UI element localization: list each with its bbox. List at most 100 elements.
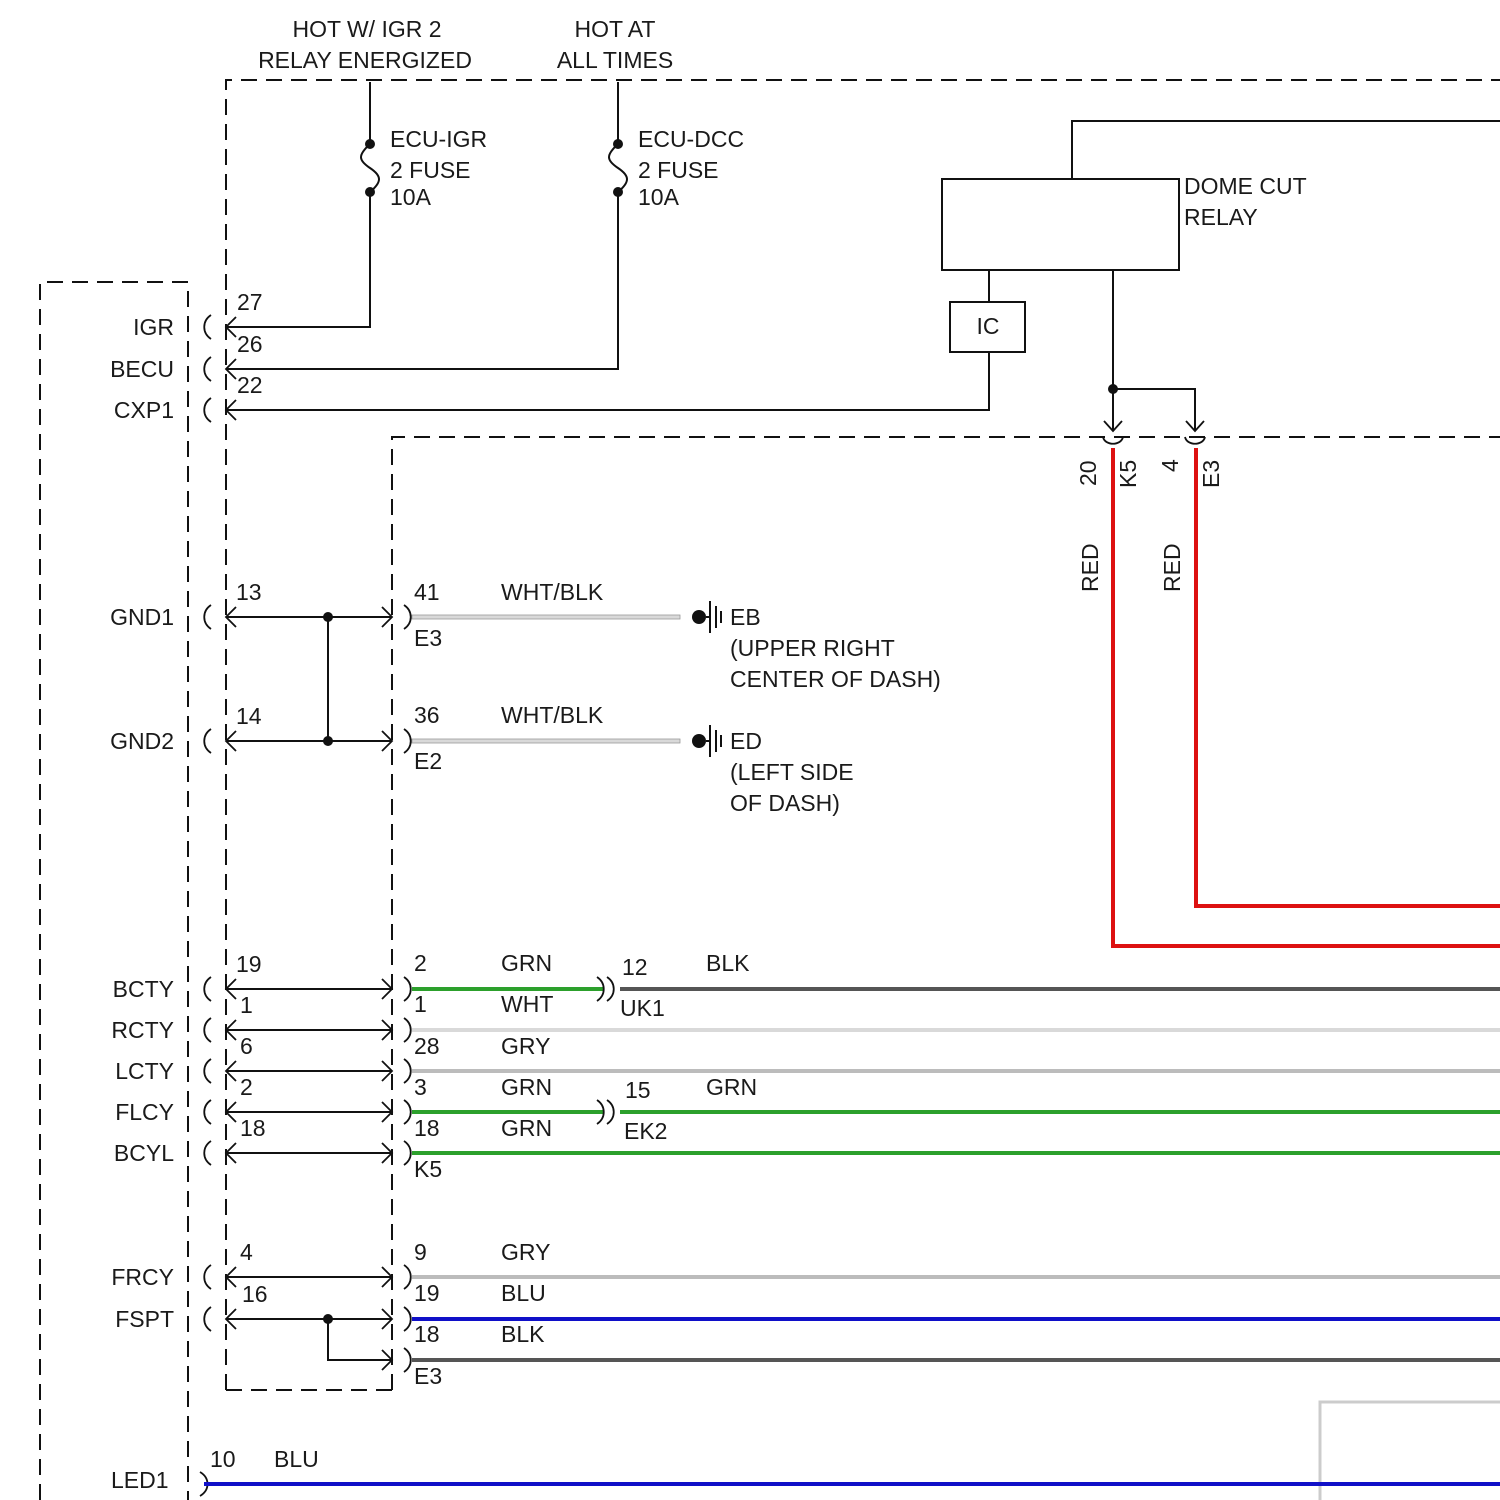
ecu-pin-number-rcty: 1 xyxy=(240,992,253,1018)
ecu-connector-bcty xyxy=(204,977,211,1001)
ecu-pin-number-igr: 27 xyxy=(237,289,263,315)
always-supply-label-line1: HOT AT xyxy=(575,16,656,42)
red-wire-e3-color-label: RED xyxy=(1159,543,1185,592)
ecu-dcc-fuse-name: ECU-DCC xyxy=(638,126,744,152)
junction-wire-7-pin: 19 xyxy=(414,1280,440,1306)
ecu-connector-igr xyxy=(204,315,211,339)
ecu-pin-label-flcy: FLCY xyxy=(115,1099,174,1125)
power-area-outline xyxy=(226,80,1500,1390)
ecu-pin-label-fspt: FSPT xyxy=(115,1306,174,1332)
junction-connector-flcy xyxy=(404,1100,411,1124)
ecu-igr-fuse-name: ECU-IGR xyxy=(390,126,487,152)
junction-wire-4-pin: 3 xyxy=(414,1074,427,1100)
junction-wire-7-color: BLU xyxy=(501,1280,546,1306)
junction-wire-1-pin: 2 xyxy=(414,950,427,976)
relay-output-connector-e3-label: E3 xyxy=(1198,460,1224,488)
ecu-connector-gnd1 xyxy=(204,605,211,629)
relay-output-wire xyxy=(1113,270,1195,430)
ecu-pin-number-bcty: 19 xyxy=(236,951,262,977)
ic-to-cxp1-wire xyxy=(226,352,989,410)
relay-output-pin-4: 4 xyxy=(1157,459,1183,472)
red-wire-e3 xyxy=(1196,448,1500,906)
red-wire-k5-color-label: RED xyxy=(1077,543,1103,592)
junction-wire-8-pin: 18 xyxy=(414,1321,440,1347)
ecu-pin-number-bcyl: 18 xyxy=(240,1115,266,1141)
relay-output-pin-20: 20 xyxy=(1075,460,1101,486)
junction-wire-1-color: GRN xyxy=(501,950,552,976)
ecu-pin-label-becu: BECU xyxy=(110,356,174,382)
junction-connector-bcty xyxy=(404,977,411,1001)
led1-pin-number: 10 xyxy=(210,1446,236,1472)
relay-output-junction xyxy=(1108,384,1118,394)
splice-uk1-pin: 12 xyxy=(622,954,648,980)
junction-wire-2-color: WHT xyxy=(501,991,553,1017)
ground-wire-ed xyxy=(412,739,680,743)
ecu-pin-label-gnd1: GND1 xyxy=(110,604,174,630)
ground-ed-location-line1: (LEFT SIDE xyxy=(730,759,854,785)
ground-wire-eb xyxy=(412,615,680,619)
ground-symbol-eb xyxy=(692,601,721,633)
junction-connector-fspt-branch xyxy=(404,1348,411,1372)
ground-eb-location-line1: (UPPER RIGHT xyxy=(730,635,895,661)
junction-wire-3-pin: 28 xyxy=(414,1033,440,1059)
ecu-connector-cxp1 xyxy=(204,398,211,422)
ground-eb-label: EB xyxy=(730,604,761,630)
fspt-internal-branch xyxy=(328,1319,392,1360)
ecu-pin-label-bcyl: BCYL xyxy=(114,1140,174,1166)
ecu-pin-number-becu: 26 xyxy=(237,331,263,357)
ground-wire-eb-pin: 41 xyxy=(414,579,440,605)
ecu-igr-fuse-symbol xyxy=(361,144,379,192)
ground-ed-label: ED xyxy=(730,728,762,754)
ecu-connector-frcy xyxy=(204,1265,211,1289)
ecu-connector-flcy xyxy=(204,1100,211,1124)
splice-ek2-color: GRN xyxy=(706,1074,757,1100)
ecu-pin-label-cxp1: CXP1 xyxy=(114,397,174,423)
ecu-pin-number-cxp1: 22 xyxy=(237,372,263,398)
ecu-pin-number-gnd1: 13 xyxy=(236,579,262,605)
dome-cut-relay-label-line1: DOME CUT xyxy=(1184,173,1307,199)
junction-wire-6-color: GRY xyxy=(501,1239,550,1265)
splice-uk1-color: BLK xyxy=(706,950,750,976)
ecu-pin-label-bcty: BCTY xyxy=(113,976,174,1002)
led1-wire-color: BLU xyxy=(274,1446,319,1472)
ground-wire-eb-color: WHT/BLK xyxy=(501,579,604,605)
ground-wire-eb-connector: E3 xyxy=(414,625,442,651)
ecu-connector-lcty xyxy=(204,1059,211,1083)
led1-pin-label: LED1 xyxy=(111,1467,169,1493)
ecu-dcc-fuse-terminal-top xyxy=(613,139,623,149)
ground-wire-ed-pin: 36 xyxy=(414,702,440,728)
ic-label: IC xyxy=(977,313,1000,339)
ecu-connector-bcyl xyxy=(204,1141,211,1165)
ecu-pin-rows: IGR27BECU26CXP122GND113GND214BCTY19RCTY1… xyxy=(110,289,411,1372)
ground-wire-ed-connector: E2 xyxy=(414,748,442,774)
junction-connector-fspt xyxy=(404,1307,411,1331)
ecu-pin-label-igr: IGR xyxy=(133,314,174,340)
junction-connector-e3-label: E3 xyxy=(414,1363,442,1389)
splice-ek2-pin: 15 xyxy=(625,1077,651,1103)
ecu-pin-number-flcy: 2 xyxy=(240,1074,253,1100)
junction-wire-8-color: BLK xyxy=(501,1321,545,1347)
ecu-connector-becu xyxy=(204,357,211,381)
ecu-igr-fuse-terminal-bottom xyxy=(365,187,375,197)
ecu-pin-number-frcy: 4 xyxy=(240,1239,253,1265)
ecu-connector-rcty xyxy=(204,1018,211,1042)
junction-connector-bcyl xyxy=(404,1141,411,1165)
junction-wire-3-color: GRY xyxy=(501,1033,550,1059)
ecu-pin-label-frcy: FRCY xyxy=(111,1264,174,1290)
ecu-dcc-fuse-symbol xyxy=(609,144,627,192)
splice-uk1-connector-label: UK1 xyxy=(620,995,665,1021)
ecu-igr-fuse-rating: 10A xyxy=(390,184,432,210)
ecu-dcc-fuse-rating: 10A xyxy=(638,184,680,210)
ecu-pin-number-lcty: 6 xyxy=(240,1033,253,1059)
ecu-pin-number-fspt: 16 xyxy=(242,1281,268,1307)
junction-connector-rcty xyxy=(404,1018,411,1042)
ground-eb-location-line2: CENTER OF DASH) xyxy=(730,666,941,692)
ground-wire-ed-color: WHT/BLK xyxy=(501,702,604,728)
junction-connector-gnd2 xyxy=(404,729,411,753)
dome-cut-relay-supply-wire xyxy=(1072,121,1500,179)
ecu-igr-fuse-type: 2 FUSE xyxy=(390,157,471,183)
ecu-connector-fspt xyxy=(204,1307,211,1331)
igr-supply-label-line1: HOT W/ IGR 2 xyxy=(292,16,441,42)
ecu-pin-number-gnd2: 14 xyxy=(236,703,262,729)
